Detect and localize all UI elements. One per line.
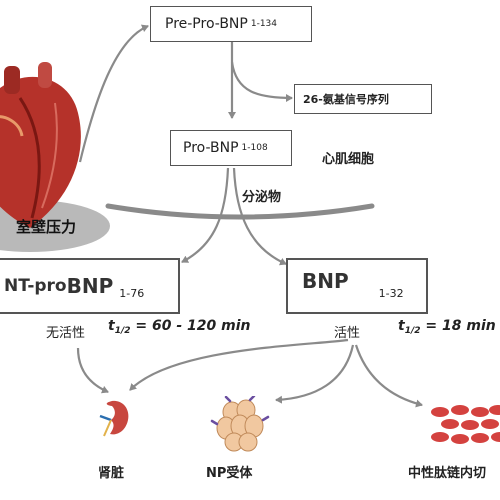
bnp-halflife: t1/2 = 18 min (398, 318, 496, 336)
nt-halflife-t: t (108, 318, 115, 334)
nt-halflife-sub: 1/2 (114, 326, 131, 336)
prepro-bnp-label: Pre-Pro-BNP (165, 16, 248, 32)
nt-pro-bnp-box: NT-pro BNP 1-76 (0, 258, 180, 314)
bnp-halflife-t: t (398, 318, 405, 334)
probnp-to-ntpro-arrow (181, 167, 230, 263)
pro-bnp-box: Pro-BNP 1-108 (170, 130, 292, 166)
bnp-halflife-sub: 1/2 (404, 326, 421, 336)
nt-pro-bnp-label: BNP (66, 274, 114, 298)
prepro-to-signal-arrow (230, 61, 293, 102)
neprilysin-label: 中性肽链内切 (408, 466, 487, 481)
prepro-bnp-box: Pre-Pro-BNP 1-134 (150, 6, 312, 42)
bnp-range: 1-32 (378, 286, 404, 300)
nt-pro-label: NT-pro (4, 276, 67, 296)
signal-sequence-label: 26-氨基信号序列 (303, 93, 389, 106)
nt-pro-bnp-range: 1-76 (119, 286, 145, 300)
heart-icon (0, 62, 110, 252)
myocyte-label: 心肌细胞 (322, 152, 375, 167)
bnp-to-kidney-arrow (129, 338, 349, 391)
ntpro-to-kidney-arrow (76, 347, 109, 394)
probnp-to-bnp-arrow (232, 167, 287, 266)
active-label: 活性 (334, 326, 361, 341)
bnp-label: BNP (302, 269, 349, 293)
wall-stress-label: 室壁压力 (16, 218, 77, 236)
pro-bnp-label: Pro-BNP (183, 140, 239, 156)
secretion-membrane (105, 203, 375, 220)
np-receptor-icon (210, 394, 270, 452)
neprilysin-target (428, 404, 500, 450)
bnp-box: BNP 1-32 (286, 258, 428, 314)
heart-to-prepro-arrow (78, 24, 149, 163)
np-receptor-label: NP受体 (206, 466, 253, 481)
np-receptor-target (210, 394, 270, 452)
nt-halflife-value: = 60 - 120 min (130, 318, 251, 334)
prepro-bnp-range: 1-134 (250, 19, 278, 29)
kidney-label: 肾脏 (98, 466, 125, 481)
neprilysin-icon (431, 405, 500, 444)
bnp-halflife-value: = 18 min (420, 318, 496, 334)
signal-sequence-box: 26-氨基信号序列 (294, 84, 432, 114)
nt-halflife: t1/2 = 60 - 120 min (108, 318, 251, 336)
bnp-to-neprilysin-arrow (354, 344, 423, 408)
bnp-to-receptor-arrow (275, 344, 355, 404)
pro-bnp-range: 1-108 (241, 143, 268, 153)
heart-illustration (0, 58, 110, 258)
secretion-label: 分泌物 (242, 190, 282, 205)
inactive-label: 无活性 (46, 326, 86, 341)
kidney-target (94, 398, 134, 438)
kidney-icon (99, 400, 129, 437)
